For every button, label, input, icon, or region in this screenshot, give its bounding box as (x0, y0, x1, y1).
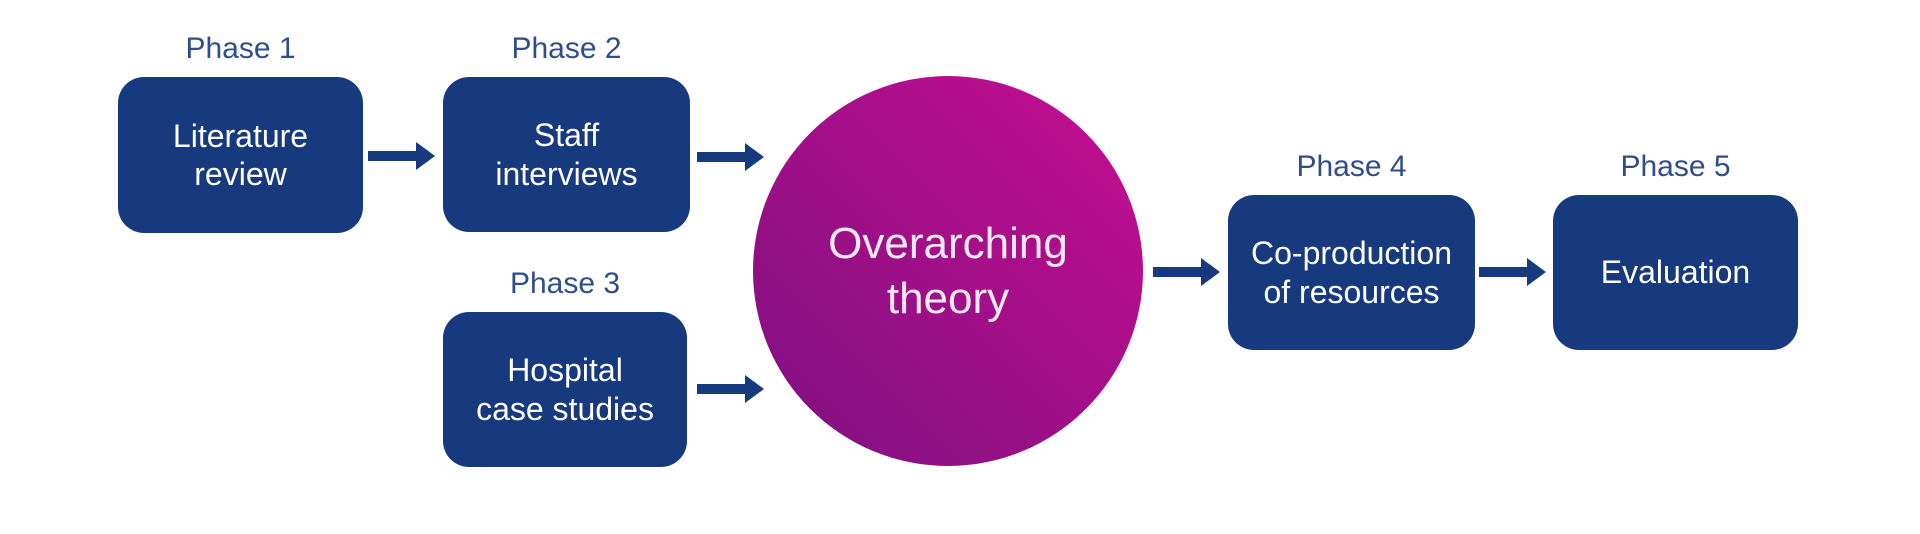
node-title: Literature review (172, 117, 309, 192)
arrow-right-icon (1479, 258, 1546, 286)
node-staff-interviews: Staff interviews (443, 77, 690, 232)
node-title: Hospital case studies (476, 352, 654, 427)
node-hospital-case-studies: Hospital case studies (443, 312, 687, 467)
phase-2-label: Phase 2 (511, 32, 622, 65)
arrow-right-icon (697, 143, 764, 171)
phase-5-label: Phase 5 (1620, 150, 1731, 183)
node-overarching-theory: Overarching theory (753, 76, 1143, 466)
hub-title: Overarching theory (828, 219, 1068, 323)
node-co-production-of-resources: Co-production of resources (1228, 195, 1475, 350)
arrow-right-icon (368, 142, 435, 170)
node-evaluation: Evaluation (1553, 195, 1798, 350)
node-title: Staff interviews (495, 117, 638, 192)
arrow-right-icon (697, 375, 764, 403)
node-literature-review: Literature review (118, 77, 363, 233)
phase-3-label: Phase 3 (509, 267, 621, 300)
phase-4-label: Phase 4 (1296, 150, 1407, 183)
node-title: Co-production of resources (1251, 235, 1452, 310)
phase-1-label: Phase 1 (185, 32, 296, 65)
node-title: Evaluation (1600, 254, 1751, 291)
arrow-right-icon (1153, 258, 1220, 286)
